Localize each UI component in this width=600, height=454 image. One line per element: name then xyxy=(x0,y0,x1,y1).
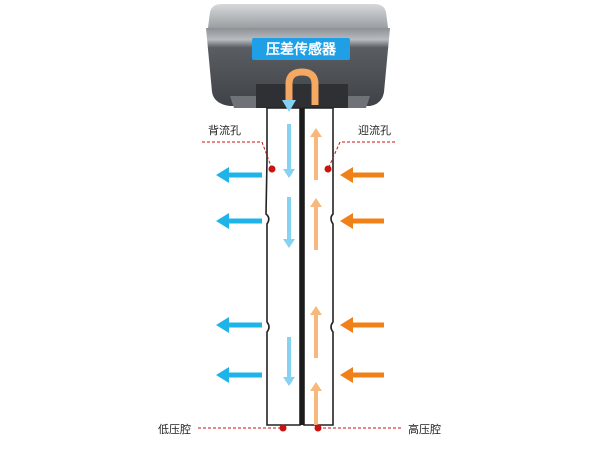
u-turn-arrow-icon xyxy=(285,68,319,105)
left-arrow-icon xyxy=(340,167,384,183)
sensor-label: 压差传感器 xyxy=(252,38,350,60)
high-chamber-dot-icon xyxy=(314,424,322,432)
down-arrow-icon xyxy=(283,337,295,386)
high-pressure-flow xyxy=(310,128,322,425)
left-arrow-icon xyxy=(216,317,262,333)
tube-divider xyxy=(300,108,304,425)
low-chamber-dot-icon xyxy=(279,424,287,432)
facing-hole-dot-icon xyxy=(324,165,332,173)
probe-tube xyxy=(265,107,334,426)
callouts xyxy=(198,141,402,432)
left-arrow-icon xyxy=(216,167,262,183)
up-arrow-icon xyxy=(310,198,322,250)
outgoing-flow xyxy=(216,167,262,383)
incoming-flow xyxy=(340,167,384,383)
up-arrow-icon xyxy=(310,382,322,425)
high-pressure-chamber-label: 高压腔 xyxy=(408,423,441,436)
down-arrow-icon xyxy=(283,124,295,178)
low-pressure-flow xyxy=(283,124,295,386)
up-arrow-icon xyxy=(310,128,322,180)
left-arrow-icon xyxy=(340,213,384,229)
left-arrow-icon xyxy=(340,367,384,383)
left-arrow-icon xyxy=(216,213,262,229)
low-pressure-chamber-label: 低压腔 xyxy=(158,423,191,436)
up-arrow-icon xyxy=(310,306,322,358)
left-arrow-icon xyxy=(340,317,384,333)
facing-hole-label: 迎流孔 xyxy=(358,124,391,137)
left-arrow-icon xyxy=(216,367,262,383)
back-hole-label: 背流孔 xyxy=(208,124,241,137)
down-arrow-icon xyxy=(283,197,295,248)
back-hole-dot-icon xyxy=(268,165,276,173)
